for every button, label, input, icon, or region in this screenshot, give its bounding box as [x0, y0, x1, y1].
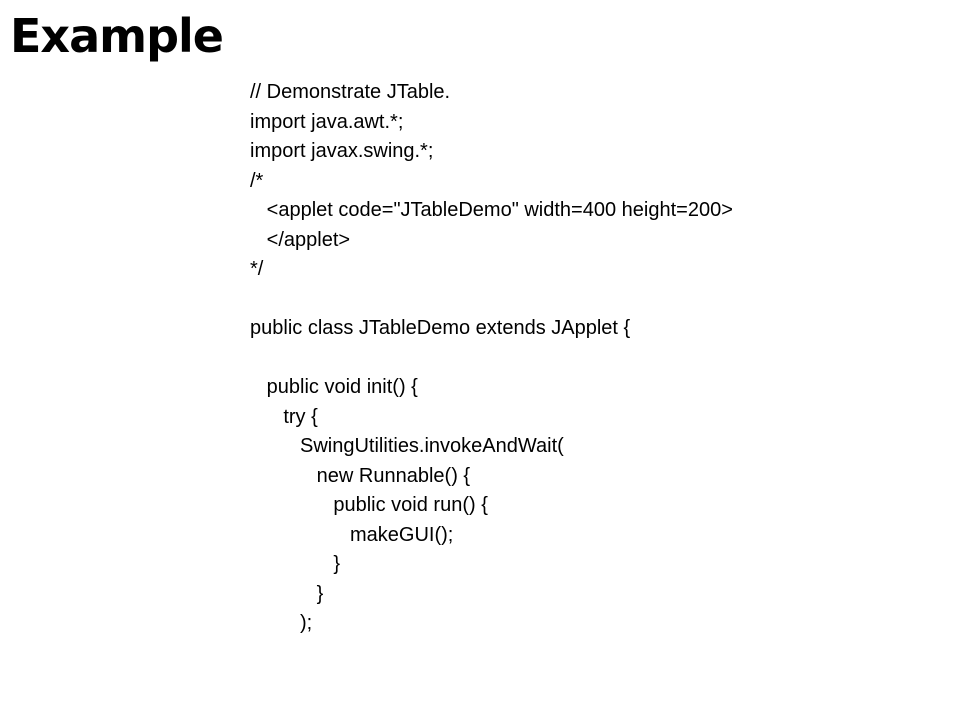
code-line: new Runnable() { [250, 464, 471, 487]
code-line: public void init() { [250, 376, 418, 398]
code-line: } [250, 582, 324, 605]
code-line [250, 285, 940, 315]
code-line [250, 344, 940, 374]
code-line: ); [250, 612, 313, 634]
code-line: } [250, 553, 341, 575]
code-line: SwingUtilities.invokeAndWait( [250, 435, 564, 457]
code-listing: // Demonstrate JTable. import java.awt.*… [250, 78, 940, 639]
code-line: makeGUI(); [250, 523, 454, 546]
code-line: import java.awt.*; [250, 110, 404, 133]
code-line: try { [250, 405, 318, 428]
code-line: public void run() { [250, 494, 488, 516]
slide-title: Example [10, 9, 224, 63]
code-line: <applet code="JTableDemo" width=400 heig… [250, 199, 733, 221]
code-line: </applet> [250, 228, 351, 251]
code-line: /* [250, 169, 264, 192]
code-line: */ [250, 258, 264, 280]
code-line: import javax.swing.*; [250, 140, 434, 162]
code-line: // Demonstrate JTable. [250, 81, 451, 103]
code-line: public class JTableDemo extends JApplet … [250, 317, 631, 339]
